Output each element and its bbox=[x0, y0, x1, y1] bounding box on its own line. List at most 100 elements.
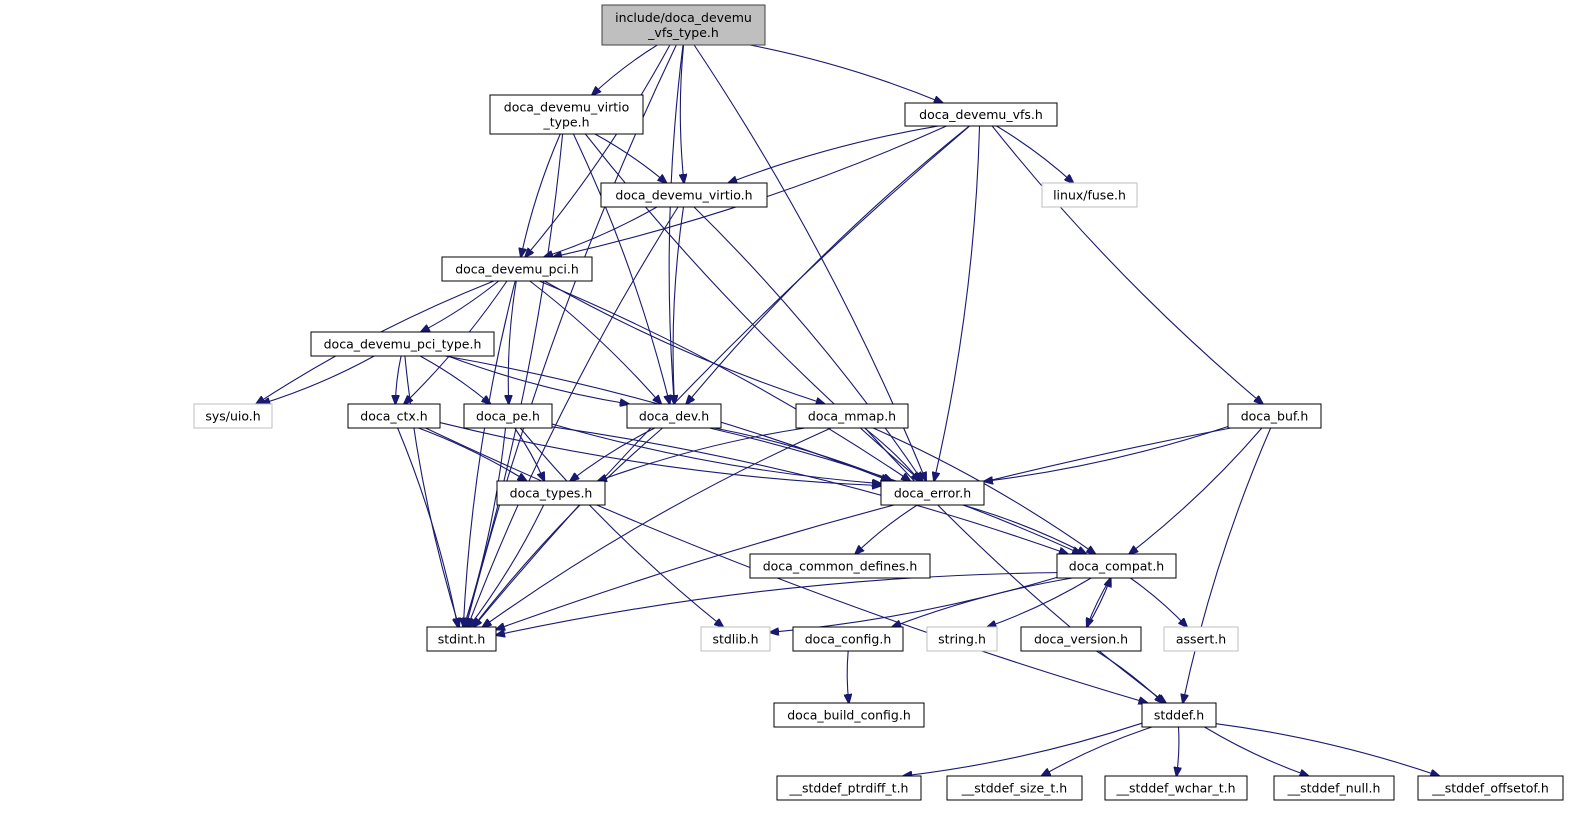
edge-vfs-to-dev bbox=[686, 125, 970, 404]
node-label-root: include/doca_devemu bbox=[615, 10, 752, 25]
node-label-build_config: doca_build_config.h bbox=[787, 708, 911, 723]
node-label-stdint: stdint.h bbox=[438, 632, 486, 647]
node-stddef[interactable]: stddef.h bbox=[1141, 702, 1217, 728]
edge-mmap-to-types bbox=[598, 427, 806, 481]
node-label-dev: doca_dev.h bbox=[639, 409, 709, 424]
edge-pci-to-dev bbox=[529, 280, 661, 404]
edge-stddef-to-offsetof bbox=[1215, 723, 1439, 776]
node-label-null: __stddef_null.h bbox=[1287, 781, 1381, 796]
node-virtio[interactable]: doca_devemu_virtio.h bbox=[600, 182, 768, 208]
edge-pci_type-to-stdint bbox=[404, 355, 459, 627]
edge-pci_type-to-ctx bbox=[395, 355, 402, 404]
node-label-assert: assert.h bbox=[1176, 632, 1226, 647]
edge-compat-to-config bbox=[892, 577, 1073, 627]
edge-compat-to-version bbox=[1087, 577, 1112, 627]
node-label-offsetof: __stddef_offsetof.h bbox=[1431, 781, 1549, 796]
edge-virtio_type-to-virtio bbox=[594, 133, 667, 183]
node-label-pci_type: doca_devemu_pci_type.h bbox=[324, 337, 482, 352]
node-label-buf: doca_buf.h bbox=[1241, 409, 1309, 424]
node-buf[interactable]: doca_buf.h bbox=[1227, 403, 1322, 429]
node-box-pci bbox=[441, 256, 593, 282]
edge-vfs-to-virtio bbox=[728, 125, 939, 183]
edge-pe-to-compat bbox=[551, 426, 1068, 554]
node-box-virtio_type bbox=[489, 94, 644, 135]
node-offsetof[interactable]: __stddef_offsetof.h bbox=[1417, 775, 1564, 801]
edge-virtio_type-to-stdint bbox=[464, 133, 564, 627]
edge-pci_type-to-dev bbox=[447, 355, 629, 404]
node-box-pci_type bbox=[310, 331, 495, 357]
edge-buf-to-stdint bbox=[496, 427, 1231, 630]
node-null[interactable]: __stddef_null.h bbox=[1273, 775, 1395, 801]
edge-stddef-to-size_t bbox=[1042, 726, 1153, 776]
node-box-stdlib bbox=[700, 626, 771, 652]
edge-pci-to-pci_type bbox=[421, 280, 500, 332]
node-string: string.h bbox=[926, 626, 998, 652]
edge-version-to-compat bbox=[1086, 578, 1111, 628]
edge-buf-to-stddef bbox=[1183, 427, 1272, 703]
edge-virtio-to-pci bbox=[544, 206, 658, 257]
node-ctx[interactable]: doca_ctx.h bbox=[347, 403, 441, 429]
edge-pe-to-stdint bbox=[464, 427, 507, 627]
node-types[interactable]: doca_types.h bbox=[496, 480, 606, 506]
node-box-buf bbox=[1227, 403, 1322, 429]
edge-stddef-to-wchar_t bbox=[1176, 726, 1178, 776]
node-box-mmap bbox=[795, 403, 909, 429]
edge-root-to-pci bbox=[525, 44, 671, 257]
node-wchar_t[interactable]: __stddef_wchar_t.h bbox=[1104, 775, 1248, 801]
edge-root-to-dev bbox=[668, 44, 684, 404]
node-box-stddef bbox=[1141, 702, 1217, 728]
node-label-mmap: doca_mmap.h bbox=[808, 409, 896, 424]
nodes-layer: include/doca_devemu_vfs_type.h doca_devem… bbox=[193, 4, 1564, 801]
node-mmap[interactable]: doca_mmap.h bbox=[795, 403, 909, 429]
edge-compat-to-string bbox=[987, 577, 1092, 627]
node-compat[interactable]: doca_compat.h bbox=[1056, 553, 1177, 579]
node-error[interactable]: doca_error.h bbox=[880, 480, 985, 506]
node-build_config[interactable]: doca_build_config.h bbox=[773, 702, 925, 728]
edge-pci-to-stdint bbox=[463, 280, 516, 627]
node-box-size_t bbox=[946, 775, 1083, 801]
node-box-assert bbox=[1163, 626, 1239, 652]
edge-buf-to-error bbox=[984, 425, 1229, 481]
node-version[interactable]: doca_version.h bbox=[1020, 626, 1142, 652]
edge-vfs-to-fuse bbox=[996, 125, 1074, 183]
node-label-ctx: doca_ctx.h bbox=[360, 409, 427, 424]
node-box-pe bbox=[463, 403, 553, 429]
node-vfs[interactable]: doca_devemu_vfs.h bbox=[904, 102, 1058, 127]
edge-pe-to-error bbox=[551, 423, 881, 484]
node-dev[interactable]: doca_dev.h bbox=[626, 403, 722, 429]
node-label-virtio_type: doca_devemu_virtio bbox=[504, 100, 629, 115]
edge-root-to-vfs bbox=[749, 44, 943, 103]
node-stdlib: stdlib.h bbox=[700, 626, 771, 652]
node-box-offsetof bbox=[1417, 775, 1564, 801]
node-box-string bbox=[926, 626, 998, 652]
node-pci[interactable]: doca_devemu_pci.h bbox=[441, 256, 593, 282]
node-label-vfs: doca_devemu_vfs.h bbox=[919, 107, 1043, 122]
edge-compat-to-assert bbox=[1130, 577, 1187, 627]
node-virtio_type[interactable]: doca_devemu_virtio_type.h bbox=[489, 94, 644, 135]
node-box-vfs bbox=[904, 102, 1058, 127]
node-config[interactable]: doca_config.h bbox=[792, 626, 904, 652]
edge-pci_type-to-uio bbox=[261, 355, 375, 404]
node-pe[interactable]: doca_pe.h bbox=[463, 403, 553, 429]
node-ptrdiff[interactable]: __stddef_ptrdiff_t.h bbox=[776, 775, 922, 801]
node-box-wchar_t bbox=[1104, 775, 1248, 801]
node-common_defines[interactable]: doca_common_defines.h bbox=[749, 553, 931, 579]
edge-virtio-to-error bbox=[693, 206, 922, 481]
node-stdint[interactable]: stdint.h bbox=[426, 626, 497, 652]
edge-stddef-to-null bbox=[1204, 726, 1308, 776]
node-root[interactable]: include/doca_devemu_vfs_type.h bbox=[601, 4, 766, 46]
node-box-null bbox=[1273, 775, 1395, 801]
node-pci_type[interactable]: doca_devemu_pci_type.h bbox=[310, 331, 495, 357]
node-label-compat: doca_compat.h bbox=[1069, 559, 1164, 574]
node-box-uio bbox=[193, 403, 273, 429]
node-size_t[interactable]: __stddef_size_t.h bbox=[946, 775, 1083, 801]
edge-dev-to-stdint bbox=[473, 427, 663, 627]
edge-buf-to-compat bbox=[1129, 427, 1263, 554]
node-box-ptrdiff bbox=[776, 775, 922, 801]
node-label-size_t: __stddef_size_t.h bbox=[961, 781, 1067, 796]
edge-pci-to-pe bbox=[508, 280, 517, 404]
edge-types-to-stdint bbox=[469, 504, 545, 627]
edge-ctx-to-error bbox=[439, 422, 881, 486]
edge-pci-to-error bbox=[539, 280, 910, 481]
edge-virtio-to-stdint bbox=[468, 206, 679, 627]
